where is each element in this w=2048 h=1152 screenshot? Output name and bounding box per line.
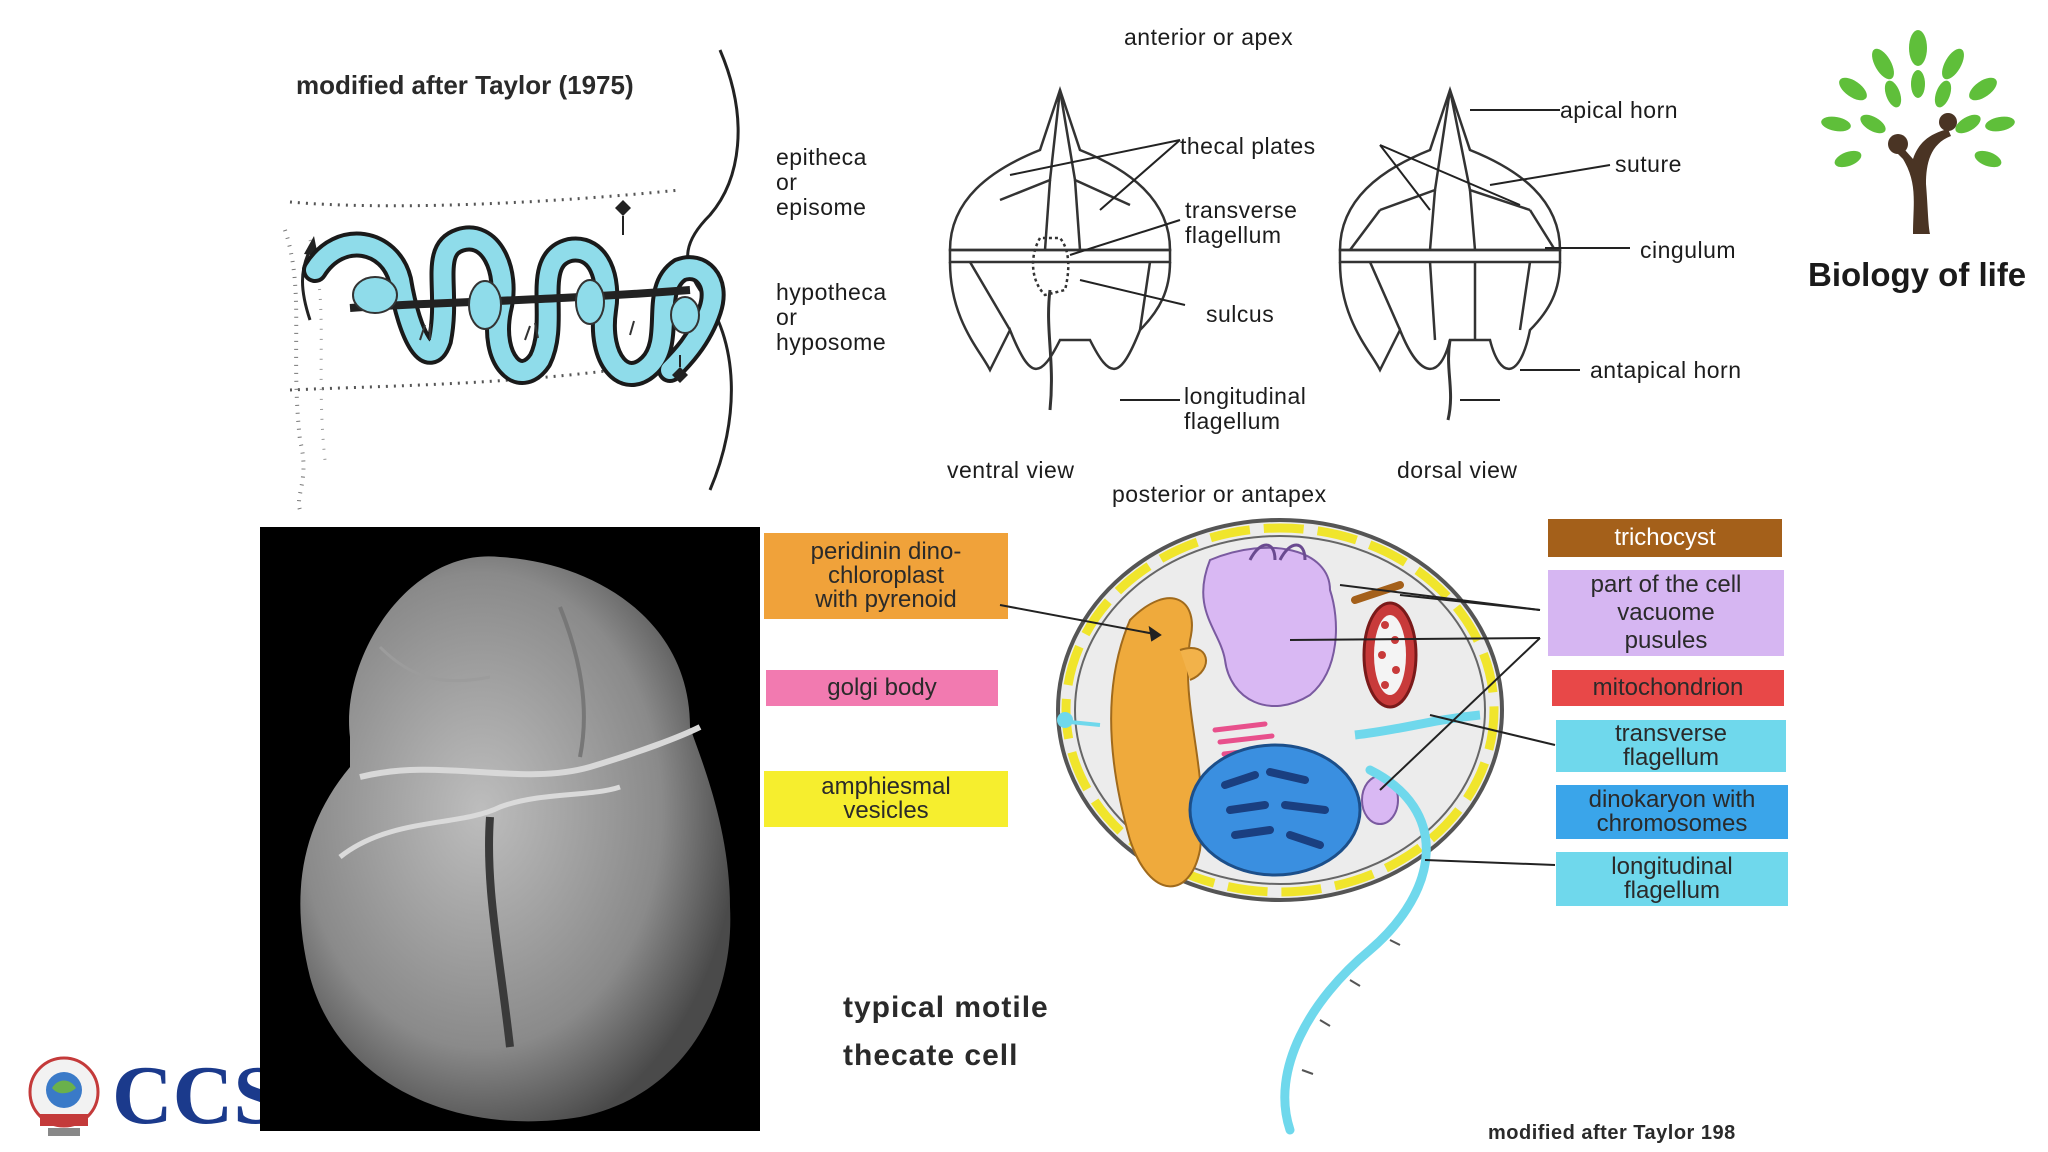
label-chloroplast-text: peridinin dino- chloroplast with pyrenoi… — [810, 538, 962, 613]
label-dinokaryon-text: dinokaryon with chromosomes — [1588, 786, 1756, 837]
label-dorsal-view: dorsal view — [1397, 457, 1518, 483]
thecate-cell-illustration — [999, 518, 1556, 1135]
label-box-longitudinal-flagellum: longitudinal flagellum — [1556, 852, 1788, 906]
sem-micrograph — [260, 527, 760, 1131]
label-suture: suture — [1615, 151, 1682, 177]
cell-credit: modified after Taylor 198 — [1488, 1122, 1736, 1144]
label-trichocyst-text: trichocyst — [1614, 524, 1716, 551]
label-box-trichocyst: trichocyst — [1548, 519, 1782, 557]
label-box-dinokaryon: dinokaryon with chromosomes — [1556, 785, 1788, 839]
dinoflagellate-sem-image — [300, 556, 731, 1122]
label-mitochondrion-text: mitochondrion — [1592, 674, 1744, 701]
label-box-vacuome: part of the cell vacuome pusules — [1548, 570, 1784, 656]
label-transverse-flagellum-text: transverse flagellum — [1614, 720, 1728, 771]
label-amphiesmal-text: amphiesmal vesicles — [821, 773, 951, 824]
label-anterior: anterior or apex — [1124, 24, 1294, 50]
tree-person-icon — [1821, 30, 2015, 234]
label-box-golgi: golgi body — [766, 670, 998, 706]
label-vacuome-text: part of the cell vacuome pusules — [1590, 571, 1742, 654]
thecal-views-illustration — [948, 86, 1630, 421]
label-apical-horn: apical horn — [1560, 97, 1679, 123]
cell-caption: typical motile thecate cell — [843, 991, 1049, 1072]
label-box-chloroplast: peridinin dino- chloroplast with pyrenoi… — [764, 533, 1008, 619]
label-transverse-flagellum: transverse flagellum — [1185, 197, 1298, 248]
institute-text: CCS — [112, 1049, 281, 1142]
institute-emblem-icon — [28, 1056, 100, 1136]
label-golgi-text: golgi body — [827, 674, 937, 701]
label-thecal-plates: thecal plates — [1180, 133, 1316, 159]
label-sulcus: sulcus — [1206, 301, 1275, 327]
label-box-mitochondrion: mitochondrion — [1552, 670, 1784, 706]
label-posterior: posterior or antapex — [1112, 481, 1327, 507]
girdle-illustration — [283, 49, 740, 511]
label-longitudinal-flagellum-text: longitudinal flagellum — [1611, 853, 1733, 904]
label-hypotheca: hypotheca or hyposome — [776, 279, 887, 355]
label-ventral-view: ventral view — [947, 457, 1075, 483]
label-cingulum: cingulum — [1640, 237, 1737, 263]
label-box-amphiesmal: amphiesmal vesicles — [764, 771, 1008, 827]
label-epitheca: epitheca or episome — [776, 144, 867, 220]
label-antapical-horn: antapical horn — [1590, 357, 1742, 383]
taylor-title: modified after Taylor (1975) — [296, 70, 634, 100]
label-longitudinal-flagellum: longitudinal flagellum — [1184, 383, 1307, 434]
brand-name: Biology of life — [1808, 256, 2027, 293]
label-box-transverse-flagellum: transverse flagellum — [1556, 720, 1786, 772]
